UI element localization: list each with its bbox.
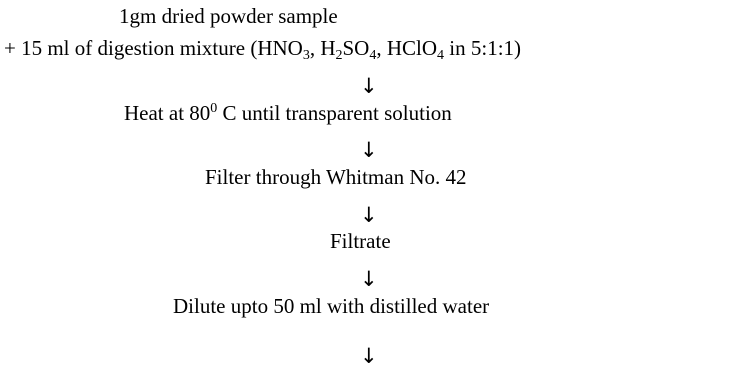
down-arrow-icon: ↓: [360, 138, 378, 162]
heat-prefix: Heat at 80: [124, 101, 211, 125]
mixture-prefix: + 15 ml of digestion mixture (HNO: [4, 36, 303, 60]
degree-superscript: 0: [210, 101, 218, 116]
mixture-sep2: , HClO: [376, 36, 438, 60]
down-arrow-icon: ↓: [360, 344, 378, 368]
down-arrow-icon: ↓: [360, 267, 378, 291]
mixture-so: SO: [342, 36, 370, 60]
step-digestion-mixture: + 15 ml of digestion mixture (HNO3, H2SO…: [4, 36, 522, 63]
heat-suffix: C until transparent solution: [217, 101, 452, 125]
step-dilute: Dilute upto 50 ml with distilled water: [173, 294, 490, 318]
h2so4-subscript-4: 4: [369, 48, 377, 63]
step-sample: 1gm dried powder sample: [119, 4, 338, 28]
step-filter: Filter through Whitman No. 42: [205, 165, 467, 189]
step-filtrate: Filtrate: [330, 229, 391, 253]
mixture-sep1: , H: [309, 36, 336, 60]
down-arrow-icon: ↓: [360, 203, 378, 227]
hno3-subscript: 3: [302, 48, 310, 63]
step-heat: Heat at 800 C until transparent solution: [124, 101, 452, 125]
hclo4-subscript: 4: [437, 48, 445, 63]
mixture-suffix: in 5:1:1): [444, 36, 522, 60]
down-arrow-icon: ↓: [360, 74, 378, 98]
h2so4-subscript-2: 2: [335, 48, 343, 63]
